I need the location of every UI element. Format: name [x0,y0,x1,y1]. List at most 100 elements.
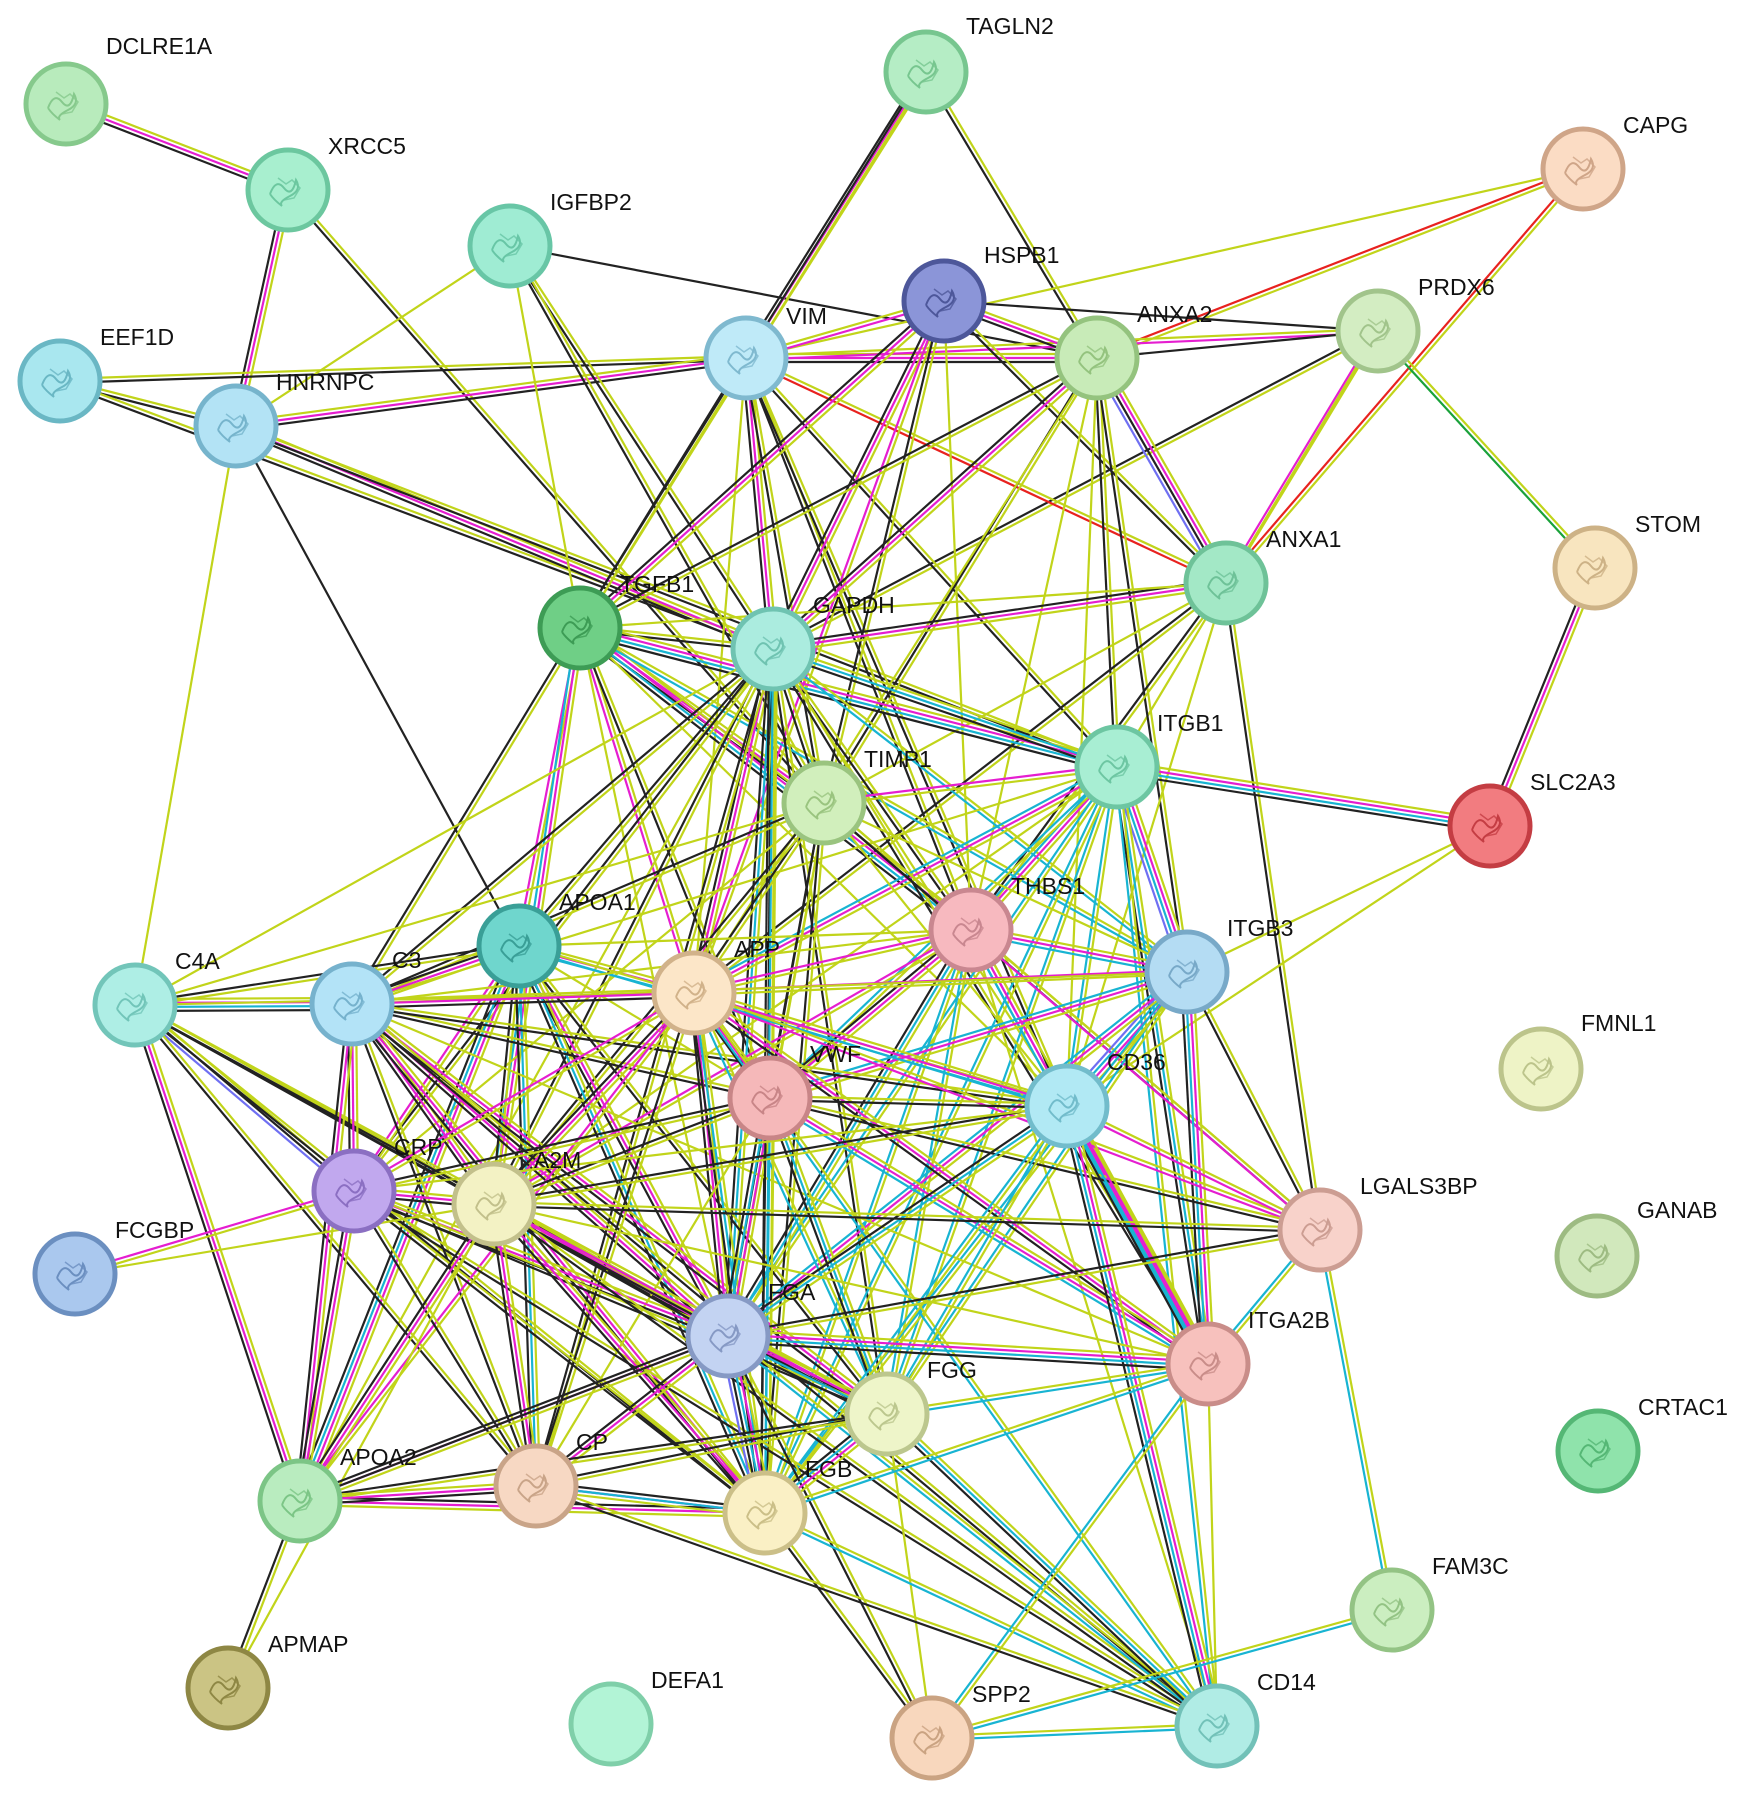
edge-FGB-SPP2[interactable] [762,1511,935,1740]
edge-C3-APOA2[interactable] [294,1003,358,1502]
node-lgals3bp[interactable]: LGALS3BP [1277,1173,1478,1273]
node-circle[interactable] [1335,288,1421,374]
node-circle[interactable] [1555,1408,1641,1494]
node-circle[interactable] [1054,315,1140,401]
node-circle[interactable] [1277,1187,1363,1273]
edge-ITGA2B-SPP2[interactable] [929,1362,1211,1740]
edge-APOA2-FGA[interactable] [299,1334,729,1503]
node-cd36[interactable]: CD36 [1024,1049,1166,1149]
node-anxa1[interactable]: ANXA1 [1183,526,1341,626]
edge-ITGB3-VWF[interactable] [768,967,1189,1103]
node-igfbp2[interactable]: IGFBP2 [467,189,632,289]
edge-CAPG-ANXA1[interactable] [1223,166,1586,586]
edge-CRP-FGB[interactable] [352,1188,767,1516]
edge-VWF-CRP[interactable] [353,1094,771,1195]
edge-THBS1-CD14[interactable] [969,929,1219,1727]
edge-FGA-SPP2[interactable] [725,1334,935,1740]
node-tagln2[interactable]: TAGLN2 [883,13,1054,115]
edge-IGFBP2-TGFB1[interactable] [508,245,582,629]
node-circle[interactable] [901,258,987,344]
node-circle[interactable] [185,1645,271,1731]
edge-APP-FGB[interactable] [688,992,771,1514]
node-circle[interactable] [844,1371,930,1457]
node-cd14[interactable]: CD14 [1174,1669,1316,1769]
edge-GAPDH-A2M[interactable] [491,647,776,1206]
edge-GAPDH-C3[interactable] [350,646,775,1007]
edge-FGA-ITGA2B[interactable] [727,1328,1209,1372]
node-circle[interactable] [889,1695,975,1781]
node-apmap[interactable]: APMAP [185,1631,349,1731]
edge-GAPDH-ITGB1[interactable] [771,644,1119,772]
edge-CD36-FGG[interactable] [884,1104,1070,1416]
edge-HNRNPC-APOA1[interactable] [235,425,520,947]
edge-CAPG-VIM[interactable] [745,167,1584,360]
edge-HNRNPC-IGFBP2[interactable] [235,245,511,427]
node-gapdh[interactable]: GAPDH [730,592,895,692]
edge-ITGB1-TIMP1[interactable] [823,763,1118,807]
edge-FGB-ITGA2B[interactable] [764,1361,1209,1516]
node-c4a[interactable]: C4A [92,948,220,1048]
edge-PRDX6-STOM[interactable] [1375,328,1598,571]
node-apoa1[interactable]: APOA1 [476,889,636,989]
node-circle[interactable] [685,1293,771,1379]
edge-THBS1-A2M[interactable] [492,927,973,1207]
edge-TIMP1-C4A[interactable] [134,801,825,1007]
edge-HNRNPC-C4A[interactable] [133,425,238,1006]
node-circle[interactable] [537,585,623,671]
edge-ANXA1-GAPDH[interactable] [772,577,1227,655]
node-fgg[interactable]: FGG [844,1357,977,1457]
node-crtac1[interactable]: CRTAC1 [1555,1394,1728,1494]
edge-TGFB1-CD36[interactable] [579,627,1068,1107]
node-cp[interactable]: CP [493,1429,608,1529]
edge-APP-CD36[interactable] [692,988,1069,1111]
edge-GAPDH-APOA2[interactable] [299,648,774,1502]
edge-ANXA2-CD36[interactable] [1065,357,1099,1107]
edge-ITGB1-CD36[interactable] [1063,766,1121,1107]
node-circle[interactable] [17,338,103,424]
edge-VWF-CP[interactable] [535,1097,771,1487]
edge-ITGB1-CD14[interactable] [1113,766,1221,1727]
node-tgfb1[interactable]: TGFB1 [537,571,694,671]
edge-ANXA2-ANXA1[interactable] [1090,354,1233,587]
edge-VIM-TIMP1[interactable] [742,357,828,804]
edge-FGB-CD14[interactable] [763,1510,1219,1729]
edge-ANXA1-APP[interactable] [692,580,1228,996]
node-circle[interactable] [309,961,395,1047]
edge-ITGA2B-CD14[interactable] [1206,1363,1219,1727]
edge-VWF-LGALS3BP[interactable] [769,1094,1321,1234]
node-circle[interactable] [1447,783,1533,869]
node-timp1[interactable]: TIMP1 [781,746,932,846]
node-circle[interactable] [23,61,109,147]
node-circle[interactable] [92,962,178,1048]
node-circle[interactable] [311,1148,397,1234]
node-vim[interactable]: VIM [703,303,827,401]
node-circle[interactable] [703,315,789,401]
edge-A2M-FGB[interactable] [490,1200,769,1517]
node-spp2[interactable]: SPP2 [889,1681,1031,1781]
node-circle[interactable] [727,1055,813,1141]
edge-GAPDH-C4A[interactable] [134,648,774,1006]
node-itga2b[interactable]: ITGA2B [1165,1307,1330,1407]
node-xrcc5[interactable]: XRCC5 [245,133,406,233]
edge-ITGB3-SLC2A3[interactable] [1186,825,1491,973]
node-fmnl1[interactable]: FMNL1 [1498,1010,1656,1112]
node-defa1[interactable]: DEFA1 [568,1667,724,1767]
node-fam3c[interactable]: FAM3C [1349,1553,1509,1653]
node-circle[interactable] [722,1470,808,1556]
edge-CD36-LGALS3BP[interactable] [1065,1103,1322,1233]
node-circle[interactable] [730,606,816,692]
node-circle[interactable] [1024,1063,1110,1149]
node-crp[interactable]: CRP [311,1134,443,1234]
edge-LGALS3BP-FGA[interactable] [727,1226,1321,1340]
edge-TGFB1-C3[interactable] [349,626,583,1006]
node-itgb1[interactable]: ITGB1 [1074,710,1223,810]
edge-SPP2-FAM3C[interactable] [931,1607,1393,1741]
node-circle[interactable] [476,903,562,989]
edge-A2M-CP[interactable] [488,1203,542,1487]
edge-APP-CRP[interactable] [352,990,696,1194]
edge-ANXA2-PRDX6[interactable] [1096,329,1379,360]
edge-A2M-ITGA2B[interactable] [493,1202,1209,1366]
edge-CAPG-ANXA2[interactable] [1095,166,1585,361]
node-ganab[interactable]: GANAB [1554,1197,1718,1299]
edge-APP-A2M[interactable] [490,989,698,1208]
